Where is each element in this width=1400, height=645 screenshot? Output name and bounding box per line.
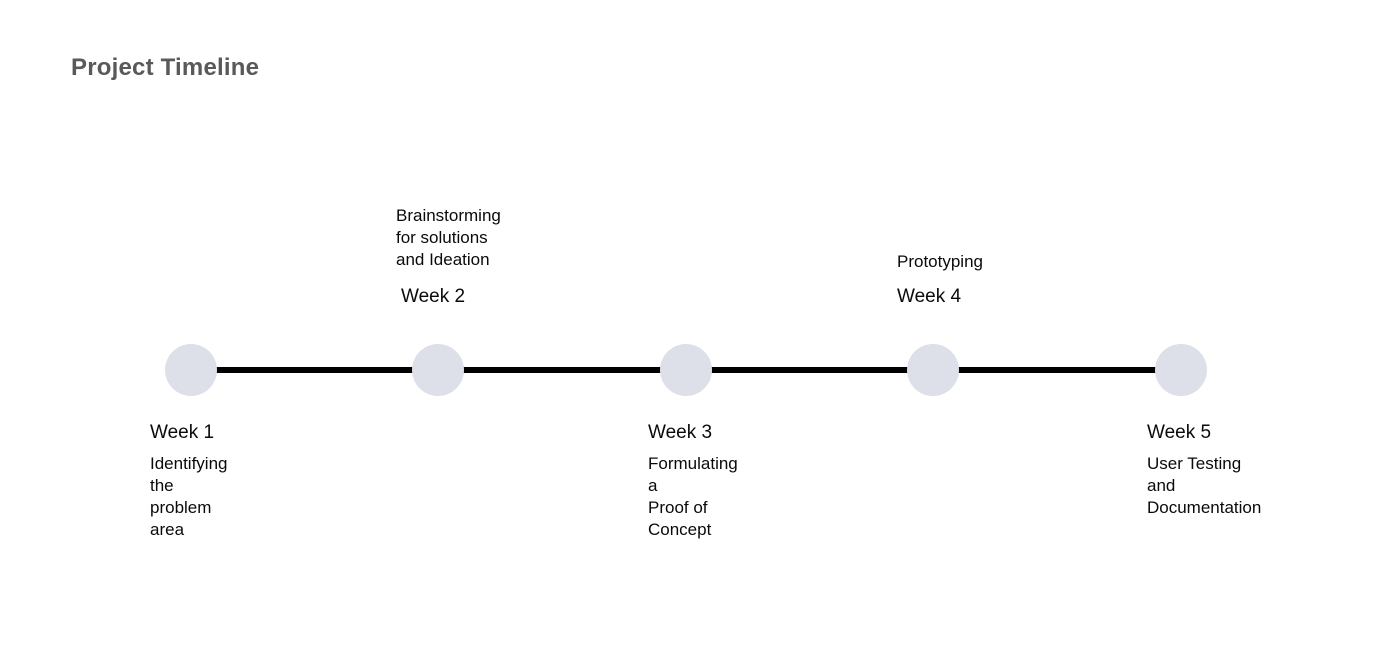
milestone-description: Identifying the problem area — [150, 454, 228, 539]
week-label: Week 3 — [648, 422, 713, 443]
milestone-node-icon — [1155, 344, 1207, 396]
milestone-node-icon — [907, 344, 959, 396]
milestone-description: Prototyping — [897, 252, 983, 271]
milestone-node-icon — [660, 344, 712, 396]
week-label: Week 2 — [401, 286, 466, 307]
week-label: Week 1 — [150, 422, 215, 443]
milestone-description: User Testing and Documentation — [1147, 454, 1262, 517]
milestone-description: Formulating a Proof of Concept — [648, 454, 738, 539]
milestone-node-icon — [412, 344, 464, 396]
week-label: Week 4 — [897, 286, 962, 307]
page-title: Project Timeline — [71, 54, 260, 81]
milestone-description: Brainstorming for solutions and Ideation — [396, 206, 501, 269]
week-label: Week 5 — [1147, 422, 1212, 443]
milestone-node-icon — [165, 344, 217, 396]
